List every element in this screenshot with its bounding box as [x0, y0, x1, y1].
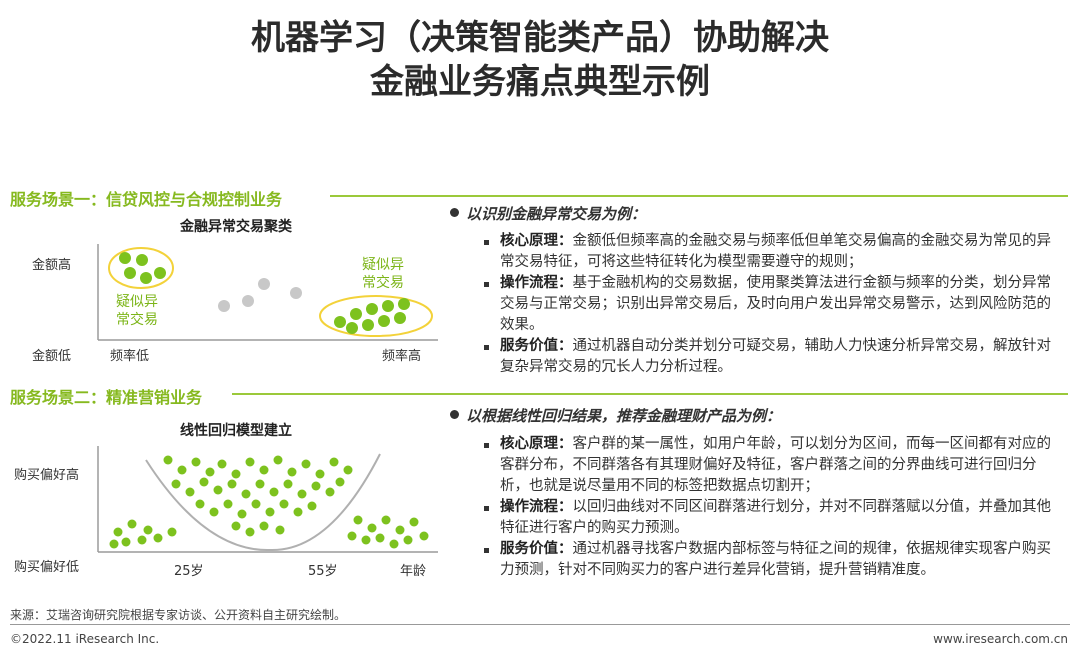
source-note: 来源：艾瑞咨询研究院根据专家访谈、公开资料自主研究绘制。	[10, 608, 347, 622]
cluster-right-ellipse	[319, 295, 433, 337]
normal-transaction-dots	[218, 278, 302, 312]
cluster-y-low-label: 金额低	[32, 349, 72, 364]
website: www.iresearch.com.cn	[933, 632, 1068, 646]
regression-curve	[145, 453, 381, 552]
cluster-left-dots	[119, 252, 166, 284]
scenario1-heading: 服务场景一：信贷风控与合规控制业务	[10, 190, 283, 209]
high-preference-dots	[163, 455, 353, 537]
scenario1-item-value: 服务价值：通过机器自动分类并划分可疑交易，辅助人力快速分析异常交易，解放针对复杂…	[500, 338, 1051, 375]
footer-divider	[10, 624, 1070, 625]
page-title-line2: 金融业务痛点典型示例	[370, 62, 710, 102]
cluster-right-dots	[334, 298, 410, 334]
regression-chart	[97, 446, 438, 553]
scenario2-item-process: 操作流程：以回归曲线对不同区间群落进行划分，并对不同群落赋以分值，并叠加其他特征…	[500, 499, 1051, 536]
regression-x-axis-label: 年龄	[400, 564, 427, 579]
scenario1-item-process: 操作流程：基于金融机构的交易数据，使用聚类算法进行金额与频率的分类，划分异常交易…	[500, 275, 1051, 333]
regression-y-high-label: 购买偏好高	[14, 468, 80, 483]
cluster-chart	[97, 244, 438, 341]
scenario2-item-value: 服务价值：通过机器寻找客户数据内部标签与特征之间的规律，依据规律实现客户购买力预…	[500, 541, 1051, 578]
low-preference-dots-right	[347, 515, 429, 549]
scenario1-chart-title: 金融异常交易聚类	[180, 219, 292, 235]
cluster-x-low-label: 频率低	[110, 349, 150, 364]
scenario2-divider	[232, 393, 1068, 395]
scenario2-bullet-heading: 以根据线性回归结果，推荐金融理财产品为例：	[466, 407, 782, 425]
regression-y-low-label: 购买偏好低	[14, 560, 80, 575]
scenario2-chart-title: 线性回归模型建立	[180, 423, 292, 439]
square-bullet	[484, 282, 489, 287]
scenario2-heading: 服务场景二：精准营销业务	[10, 388, 203, 407]
cluster-y-high-label: 金额高	[32, 258, 72, 273]
cluster-left-ellipse	[108, 247, 174, 289]
bullet-dot	[450, 410, 459, 419]
copyright: ©2022.11 iResearch Inc.	[10, 632, 160, 646]
scenario2-item-principle: 核心原理：客户群的某一属性，如用户年龄，可以划分为区间，而每一区间都有对应的客群…	[500, 436, 1051, 494]
cluster-right-label: 疑似异 常交易	[362, 257, 404, 291]
square-bullet	[484, 548, 489, 553]
square-bullet	[484, 506, 489, 511]
scenario1-item-principle: 核心原理：金额低但频率高的金融交易与频率低但单笔交易偏高的金融交易为常见的异常交…	[500, 233, 1051, 270]
page-title-line1: 机器学习（决策智能类产品）协助解决	[251, 18, 829, 58]
square-bullet	[484, 345, 489, 350]
scenario1-divider	[330, 195, 1068, 197]
regression-x-tick-25: 25岁	[174, 564, 204, 579]
bullet-dot	[450, 208, 459, 217]
cluster-left-label: 疑似异 常交易	[116, 294, 158, 328]
cluster-x-high-label: 频率高	[382, 349, 422, 364]
low-preference-dots-left	[109, 519, 177, 549]
regression-x-tick-55: 55岁	[308, 564, 338, 579]
scenario1-bullet-heading: 以识别金融异常交易为例：	[466, 205, 647, 223]
square-bullet	[484, 240, 489, 245]
square-bullet	[484, 443, 489, 448]
